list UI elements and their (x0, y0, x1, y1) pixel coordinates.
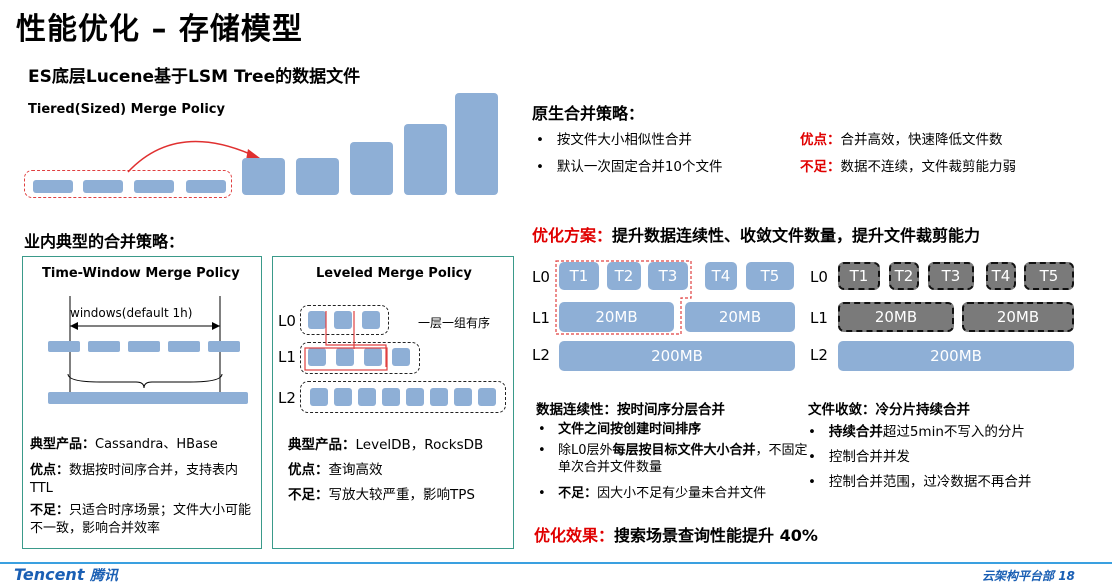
native-bullet: • 默认一次固定合并10个文件 (536, 159, 723, 175)
leveled-l1: L1 (278, 348, 296, 366)
leveled-l1-box (300, 342, 420, 374)
leveled-file (430, 388, 448, 406)
convergence-heading: 文件收敛：冷分片持续合并 (808, 402, 970, 418)
leveled-file (308, 311, 326, 329)
native-cons: 不足：数据不连续，文件裁剪能力弱 (800, 159, 1016, 175)
leveled-l0: L0 (278, 312, 296, 330)
tiered-file (296, 158, 339, 195)
opt-right-l0: L0 (810, 268, 828, 286)
optimize-heading: 优化方案：提升数据连续性、收敛文件数量，提升文件裁剪能力 (532, 226, 981, 245)
merge-arrow-icon (127, 140, 260, 173)
leveled-panel (272, 256, 514, 549)
time-window-product: 典型产品：Cassandra、HBase (30, 437, 218, 452)
leveled-title: Leveled Merge Policy (316, 266, 472, 281)
leveled-file (362, 311, 380, 329)
opt-cold-l1-a: 20MB (838, 302, 954, 332)
tiered-file (242, 158, 285, 195)
opt-cold-t4: T4 (986, 262, 1016, 290)
leveled-note: 一层一组有序 (418, 316, 491, 330)
leveled-file (336, 348, 354, 366)
opt-block-t4: T4 (705, 262, 737, 290)
leveled-cons: 不足：写放大较严重，影响TPS (288, 487, 475, 503)
opt-block-t1: T1 (559, 262, 599, 290)
tiered-small-file (33, 180, 73, 193)
opt-left-l0: L0 (532, 268, 550, 286)
opt-merge-outline (555, 260, 692, 335)
leveled-file (310, 388, 328, 406)
leveled-file (382, 388, 400, 406)
continuity-bullet: • 除L0层外每层按目标文件大小合并，不固定单次合并文件数量 (538, 443, 808, 475)
convergence-bullet: • 持续合并超过5min不写入的分片 (808, 424, 1025, 440)
leveled-file (364, 348, 382, 366)
opt-block-l1-b: 20MB (685, 302, 795, 332)
continuity-bullet: • 文件之间按创建时间排序 (538, 422, 702, 437)
opt-cold-t1: T1 (838, 262, 880, 290)
tiered-merge-group (24, 170, 232, 198)
continuity-heading: 数据连续性：按时间序分层合并 (536, 402, 725, 418)
tiered-file (350, 142, 393, 195)
time-window-panel (22, 256, 262, 549)
time-window-pros: 优点：数据按时间序合并，支持表内TTL (30, 463, 239, 496)
tiered-small-file (134, 180, 174, 193)
opt-cold-t3: T3 (928, 262, 974, 290)
convergence-bullet: • 控制合并范围，过冷数据不再合并 (808, 474, 1032, 490)
opt-block-l2: 200MB (559, 341, 795, 371)
leveled-l2: L2 (278, 389, 296, 407)
opt-right-l2: L2 (810, 346, 828, 364)
leveled-l2-box (300, 381, 506, 413)
leveled-file (392, 348, 410, 366)
opt-block-t5: T5 (746, 262, 794, 290)
time-window-cons: 不足：只适合时序场景；文件大小可能不一致，影响合并效率 (30, 503, 252, 536)
native-heading: 原生合并策略： (532, 104, 645, 123)
effect-line: 优化效果：搜索场景查询性能提升 40% (534, 526, 818, 545)
continuity-bullet: • 不足：因大小不足有少量未合并文件 (538, 486, 767, 501)
industry-heading: 业内典型的合并策略： (24, 232, 185, 251)
tiered-label: Tiered(Sized) Merge Policy (28, 102, 225, 117)
leveled-file (406, 388, 424, 406)
opt-cold-l2: 200MB (838, 341, 1074, 371)
tiered-small-file (186, 180, 226, 193)
convergence-bullet: • 控制合并并发 (808, 449, 910, 465)
opt-left-l2: L2 (532, 346, 550, 364)
tiered-small-file (83, 180, 123, 193)
time-window-diagram (48, 296, 248, 404)
opt-block-l1-a: 20MB (559, 302, 674, 332)
opt-right-l1: L1 (810, 309, 828, 327)
page-title: 性能优化 – 存储模型 (16, 12, 303, 47)
time-window-title: Time-Window Merge Policy (42, 266, 240, 281)
leveled-file (308, 348, 326, 366)
opt-left-l1: L1 (532, 309, 550, 327)
native-pros: 优点：合并高效，快速降低文件数 (800, 132, 1003, 148)
footer-divider (0, 562, 1112, 564)
leveled-l0-box (300, 305, 389, 335)
leveled-file (334, 311, 352, 329)
leveled-file (334, 388, 352, 406)
opt-cold-t2: T2 (889, 262, 919, 290)
opt-block-t3: T3 (648, 262, 688, 290)
leveled-file (454, 388, 472, 406)
leveled-file (478, 388, 496, 406)
opt-cold-l1-b: 20MB (962, 302, 1074, 332)
opt-cold-t5: T5 (1024, 262, 1074, 290)
footer-dept: 云架构平台部 18 (982, 569, 1075, 583)
opt-block-t2: T2 (607, 262, 641, 290)
leveled-pros: 优点：查询高效 (288, 462, 383, 478)
tencent-logo: Tencent 腾讯 (14, 565, 119, 584)
leveled-file (358, 388, 376, 406)
leveled-product: 典型产品：LevelDB，RocksDB (288, 437, 484, 453)
tiered-file (455, 93, 498, 195)
page-subtitle: ES底层Lucene基于LSM Tree的数据文件 (28, 67, 361, 87)
leveled-merge-path (304, 311, 388, 371)
native-bullet: • 按文件大小相似性合并 (536, 132, 692, 148)
tiered-file (404, 124, 447, 195)
windows-label: windows(default 1h) (70, 306, 193, 320)
